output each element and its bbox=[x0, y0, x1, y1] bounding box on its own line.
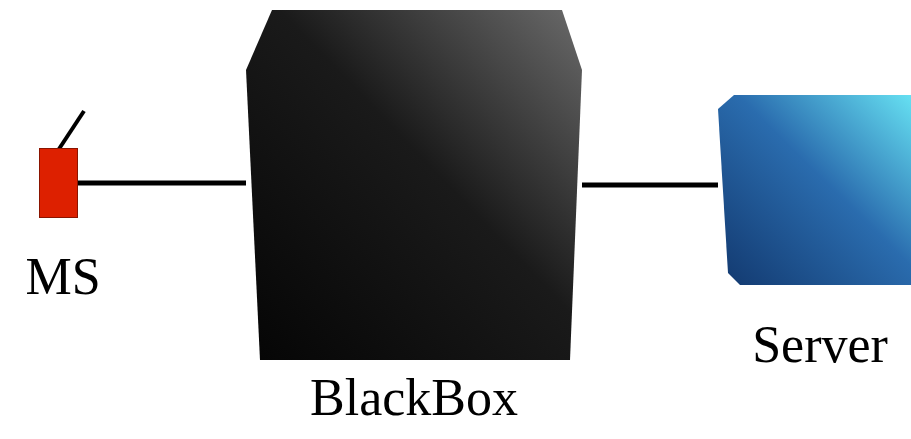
server-cube: Server bbox=[718, 95, 911, 285]
node-label: Server bbox=[752, 319, 888, 371]
cube-face bbox=[246, 10, 582, 360]
label-holder: Server bbox=[752, 319, 888, 371]
cube-outline bbox=[718, 95, 911, 285]
mobile-station: MS bbox=[39, 148, 78, 218]
node-label: BlackBox bbox=[310, 372, 518, 424]
node-label: MS bbox=[25, 251, 100, 303]
cube-face bbox=[718, 95, 911, 285]
connector-line bbox=[78, 181, 246, 186]
label-holder: MS bbox=[25, 251, 100, 303]
cube-outline bbox=[246, 10, 582, 360]
connector-line bbox=[582, 183, 718, 188]
label-holder: BlackBox bbox=[310, 372, 518, 424]
blackbox-cube: BlackBox bbox=[246, 10, 582, 360]
antenna bbox=[57, 111, 84, 152]
